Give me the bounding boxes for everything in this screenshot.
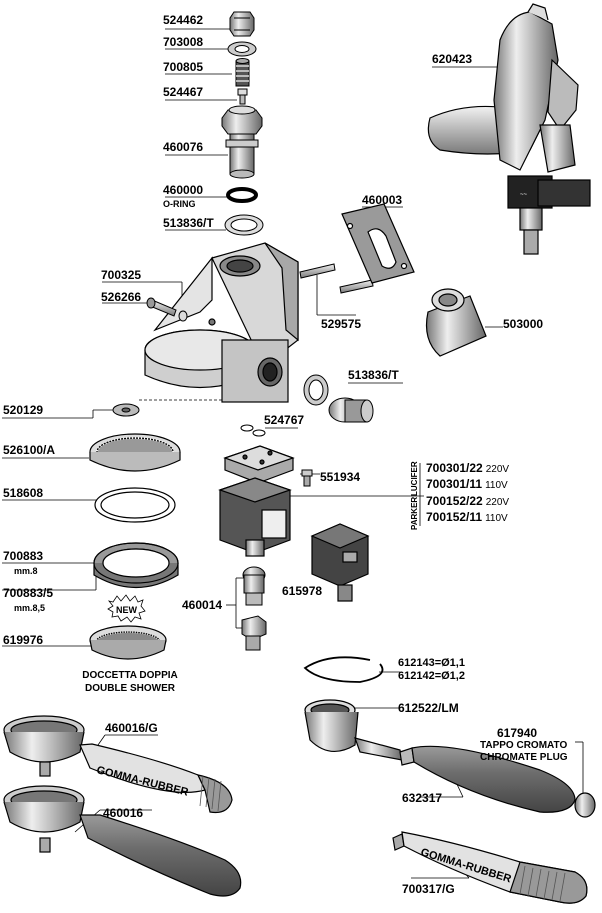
label-520129: 520129 xyxy=(3,403,44,417)
label-632317: 632317 xyxy=(402,791,443,805)
label-chromate-plug: CHROMATE PLUG xyxy=(480,752,568,763)
valve-code: 700301/11 xyxy=(426,477,483,491)
part-551934-screw xyxy=(301,469,313,487)
part-632317-handle xyxy=(399,745,576,813)
part-plug-fitting xyxy=(328,397,374,423)
brand-parker-label: PARKER xyxy=(410,496,419,530)
label-612143: 612143=Ø1,1 xyxy=(398,657,465,669)
label-700883-5: 700883/5 xyxy=(3,586,54,600)
part-460016-portafilter xyxy=(3,785,242,897)
label-551934: 551934 xyxy=(320,470,361,484)
label-619976: 619976 xyxy=(3,633,44,647)
part-619976-double-shower xyxy=(89,625,167,660)
valve-volt: 220V xyxy=(485,497,510,508)
label-tappo-cromato: TAPPO CROMATO xyxy=(480,740,568,751)
label-mm8: mm.8 xyxy=(14,566,38,576)
label-700805: 700805 xyxy=(163,60,204,74)
label-703008: 703008 xyxy=(163,35,204,49)
label-524467: 524467 xyxy=(163,85,204,99)
part-460016g-portafilter xyxy=(3,715,233,814)
label-524767: 524767 xyxy=(264,413,305,427)
part-700317g-handle xyxy=(392,831,588,904)
part-612143-spring-ring xyxy=(303,656,384,683)
part-700325-washer xyxy=(178,310,188,322)
part-518608-gasket xyxy=(94,487,176,523)
valve-volt: 110V xyxy=(485,513,508,524)
new-badge-label: NEW xyxy=(116,605,138,615)
valve-volt: 110V xyxy=(485,480,508,491)
leader-lines xyxy=(2,28,584,879)
label-700317g: 700317/G xyxy=(402,882,455,896)
part-703008-washer xyxy=(227,41,257,57)
label-513836t-b: 513836/T xyxy=(348,368,399,382)
part-solenoid-valve xyxy=(218,477,292,557)
part-503000-knob xyxy=(425,288,487,357)
part-615978-coil-connector xyxy=(310,523,370,602)
label-513836t-a: 513836/T xyxy=(163,216,214,230)
label-460076: 460076 xyxy=(163,140,204,154)
brand-lucifer-label: LUCIFER xyxy=(410,461,419,496)
label-700325: 700325 xyxy=(101,268,142,282)
label-460014: 460014 xyxy=(182,598,223,612)
valve-code: 700301/22 xyxy=(426,461,483,475)
part-520129-screw xyxy=(112,403,140,417)
part-513836t-seal-a xyxy=(224,214,264,236)
label-526100a: 526100/A xyxy=(3,443,56,457)
part-513836t-seal-b xyxy=(303,374,329,406)
part-529575-studs xyxy=(299,263,374,294)
part-460000-o-ring xyxy=(226,187,258,203)
part-700883-gasket xyxy=(93,542,179,589)
label-524462: 524462 xyxy=(163,13,204,27)
part-460076-fitting xyxy=(221,105,263,179)
part-620423-steam-valve: ~~ xyxy=(427,3,591,255)
part-617940-chromate-plug xyxy=(574,792,596,818)
part-524767-orings xyxy=(240,424,266,437)
part-526100a-shower-screen xyxy=(89,433,181,472)
label-460016: 460016 xyxy=(103,806,144,820)
label-612142: 612142=Ø1,2 xyxy=(398,670,465,682)
label-460016g: 460016/G xyxy=(105,721,158,735)
label-612522lm: 612522/LM xyxy=(398,701,459,715)
label-617940: 617940 xyxy=(497,726,538,740)
part-524467-screw xyxy=(237,88,248,105)
valve-volt: 220V xyxy=(485,464,510,475)
label-615978: 615978 xyxy=(282,584,323,598)
valve-code: 700152/11 xyxy=(426,510,483,524)
part-526266-screw xyxy=(146,297,177,317)
label-double-shower: DOUBLE SHOWER xyxy=(85,683,175,694)
part-valve-body xyxy=(223,445,295,484)
part-460014-fittings xyxy=(241,566,267,651)
svg-text:~~: ~~ xyxy=(520,192,528,198)
label-doccetta-doppia: DOCCETTA DOPPIA xyxy=(82,670,178,681)
label-460003: 460003 xyxy=(362,193,403,207)
part-524462-nut xyxy=(229,11,255,37)
label-620423: 620423 xyxy=(432,52,473,66)
gomma-rubber-label-b: GOMMA-RUBBER xyxy=(419,846,513,885)
gomma-rubber-label-a: GOMMA-RUBBER xyxy=(95,764,189,798)
label-503000: 503000 xyxy=(503,317,544,331)
label-460000: 460000 xyxy=(163,183,204,197)
part-700805-filter xyxy=(235,58,250,87)
new-badge-burst xyxy=(107,594,146,623)
label-o-ring: O-RING xyxy=(163,199,196,209)
label-700883: 700883 xyxy=(3,549,44,563)
label-518608: 518608 xyxy=(3,486,44,500)
label-mm85: mm.8,5 xyxy=(14,603,46,613)
part-460003-gasket xyxy=(341,203,415,284)
label-529575: 529575 xyxy=(321,317,362,331)
valve-code: 700152/22 xyxy=(426,494,483,508)
label-526266: 526266 xyxy=(101,290,142,304)
